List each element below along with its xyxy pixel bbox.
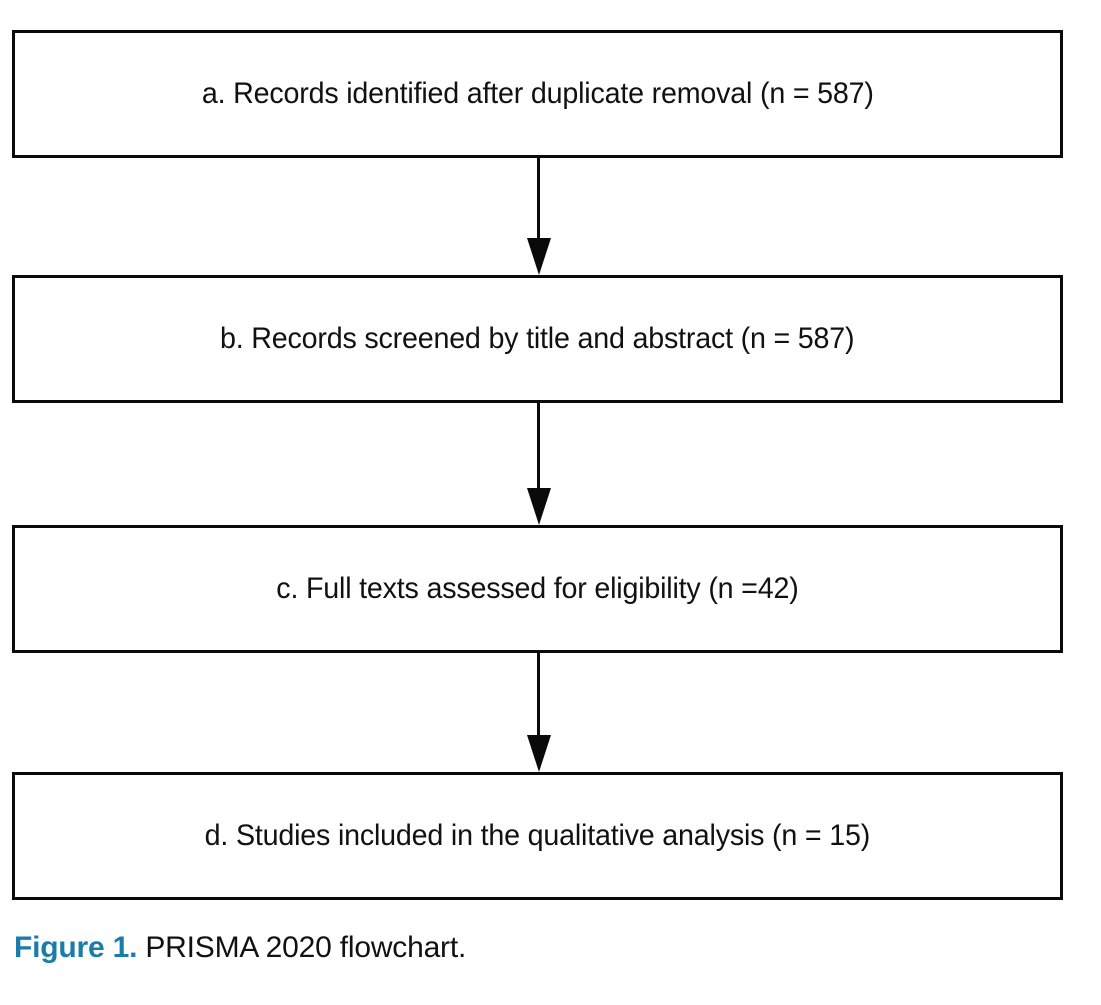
flow-node-d-label: d. Studies included in the qualitative a… (204, 818, 871, 852)
flow-node-c: c. Full texts assessed for eligibility (… (12, 525, 1063, 653)
flow-node-c-label: c. Full texts assessed for eligibility (… (276, 571, 799, 605)
figure-caption-text: PRISMA 2020 flowchart. (137, 931, 467, 964)
figure-caption-number: Figure 1. (14, 931, 138, 964)
flow-arrow-b-to-c (527, 403, 551, 525)
flow-node-a: a. Records identified after duplicate re… (12, 30, 1063, 158)
arrow-down-icon (527, 735, 551, 772)
flow-arrow-c-to-d (527, 653, 551, 772)
figure-caption: Figure 1. PRISMA 2020 flowchart. (14, 930, 466, 966)
arrow-down-icon (527, 488, 551, 525)
flow-node-d: d. Studies included in the qualitative a… (12, 772, 1063, 900)
arrow-down-icon (527, 238, 551, 275)
flow-arrow-a-to-b (527, 158, 551, 275)
arrow-shaft (537, 653, 540, 740)
arrow-shaft (537, 403, 540, 493)
flow-node-b-label: b. Records screened by title and abstrac… (220, 321, 855, 355)
flow-node-b: b. Records screened by title and abstrac… (12, 275, 1063, 403)
flow-node-a-label: a. Records identified after duplicate re… (201, 76, 874, 110)
arrow-shaft (537, 158, 540, 243)
